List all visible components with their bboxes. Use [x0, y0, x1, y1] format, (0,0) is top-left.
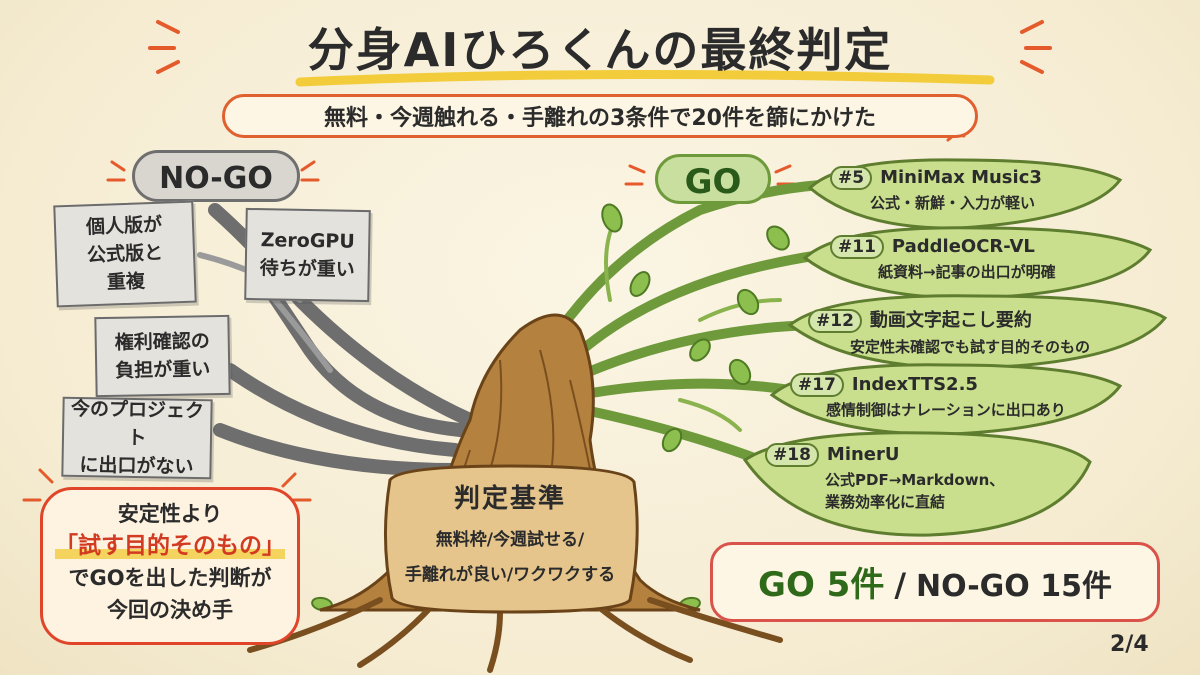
criteria-line: 手離れが良い/ワクワクする [404, 565, 616, 585]
leaf-name: MiniMax Music3 [880, 167, 1042, 188]
result-summary: GO 5件/ NO-GO 15件 [710, 542, 1160, 622]
go-leaf-3: #12 動画文字起こし要約 安定性未確認でも試す目的そのもの [808, 306, 1090, 357]
verdict-highlight: 「試す目的そのもの」 [55, 533, 285, 559]
nogo-note: ZeroGPU 待ちが重い [244, 207, 371, 303]
leaf-desc: 感情制御はナレーションに出口あり [826, 401, 1066, 419]
criteria-line: 無料枠/今週試せる/ [435, 530, 585, 550]
leaf-number: #12 [808, 309, 862, 333]
leaf-number: #11 [830, 235, 884, 259]
nogo-note: 個人版が 公式版と 重複 [53, 200, 197, 308]
criteria-plaque [383, 464, 639, 614]
leaf-number: #5 [830, 166, 873, 190]
page-indicator: 2/4 [1110, 632, 1149, 657]
criteria-box: 判定基準 無料枠/今週試せる/ 手離れが良い/ワクワクする [385, 466, 635, 608]
leaf-number: #18 [765, 443, 819, 467]
leaf-name: PaddleOCR-VL [891, 236, 1035, 257]
verdict-line: 安定性より [117, 502, 223, 526]
go-leaf-2: #11 PaddleOCR-VL 紙資料→記事の出口が明確 [830, 235, 1056, 282]
verdict-line: でGOを出した判断が [68, 566, 272, 590]
criteria-title: 判定基準 [453, 484, 566, 514]
summary-separator: / [894, 566, 907, 604]
nogo-count: NO-GO 15件 [916, 569, 1112, 604]
go-leaf-4: #17 IndexTTS2.5 感情制御はナレーションに出口あり [790, 373, 1066, 420]
go-leaf-1: #5 MiniMax Music3 公式・新鮮・入力が軽い [830, 166, 1042, 213]
leaf-desc: 公式PDF→Markdown、業務効率化に直結 [825, 471, 1005, 511]
title-underline [295, 69, 995, 87]
verdict-line: 今回の決め手 [107, 598, 233, 622]
leaf-desc: 安定性未確認でも試す目的そのもの [850, 338, 1091, 356]
page-title: 分身AIひろくんの最終判定 [307, 23, 893, 77]
subtitle-banner: 無料・今週触れる・手離れの3条件で20件を篩にかけた [222, 94, 978, 138]
go-leaf-5: #18 MinerU 公式PDF→Markdown、業務効率化に直結 [765, 443, 1015, 513]
decisive-factor-box: 安定性より 「試す目的そのもの」 でGOを出した判断が 今回の決め手 [40, 487, 300, 645]
nogo-note: 権利確認の 負担が重い [94, 314, 231, 398]
small-leaves [311, 203, 790, 612]
nogo-note-text: ZeroGPU 待ちが重い [259, 229, 355, 281]
leaf-name: MinerU [826, 444, 900, 465]
leaf-number: #17 [790, 373, 844, 397]
go-count: GO 5件 [758, 565, 885, 605]
leaf-desc: 紙資料→記事の出口が明確 [878, 263, 1056, 281]
nogo-note: 今のプロジェクト に出口がない [61, 396, 213, 480]
nogo-note-text: 権利確認の 負担が重い [114, 330, 211, 382]
leaf-name: 動画文字起こし要約 [869, 310, 1032, 331]
go-leaf-shapes [742, 158, 1168, 537]
nogo-note-text: 今のプロジェクト に出口がない [70, 397, 205, 478]
title-accent-marks [148, 20, 1052, 74]
leaf-desc: 公式・新鮮・入力が軽い [870, 194, 1036, 212]
nogo-note-text: 個人版が 公式版と 重複 [85, 213, 164, 294]
leaf-name: IndexTTS2.5 [851, 374, 978, 395]
go-label: GO [655, 154, 771, 204]
tree-roots [247, 597, 783, 673]
nogo-label: NO-GO [132, 150, 300, 202]
